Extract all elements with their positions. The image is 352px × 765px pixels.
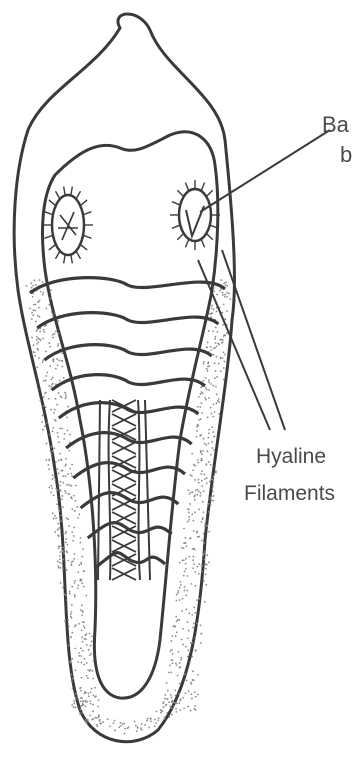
right-organ-filaments bbox=[170, 180, 220, 250]
label-basal-line1: Ba bbox=[322, 112, 350, 137]
transverse-bands bbox=[30, 278, 225, 568]
label-hyaline-line1: Hyaline bbox=[256, 445, 326, 468]
left-sensory-organ bbox=[52, 195, 84, 255]
body-outline bbox=[14, 14, 234, 742]
right-sensory-organ bbox=[179, 189, 211, 241]
label-basal-line2: b bbox=[340, 142, 352, 167]
label-hyaline-line2: Filaments bbox=[244, 482, 335, 505]
leader-line-basal bbox=[200, 130, 330, 212]
inner-cavity-outline bbox=[42, 132, 217, 698]
